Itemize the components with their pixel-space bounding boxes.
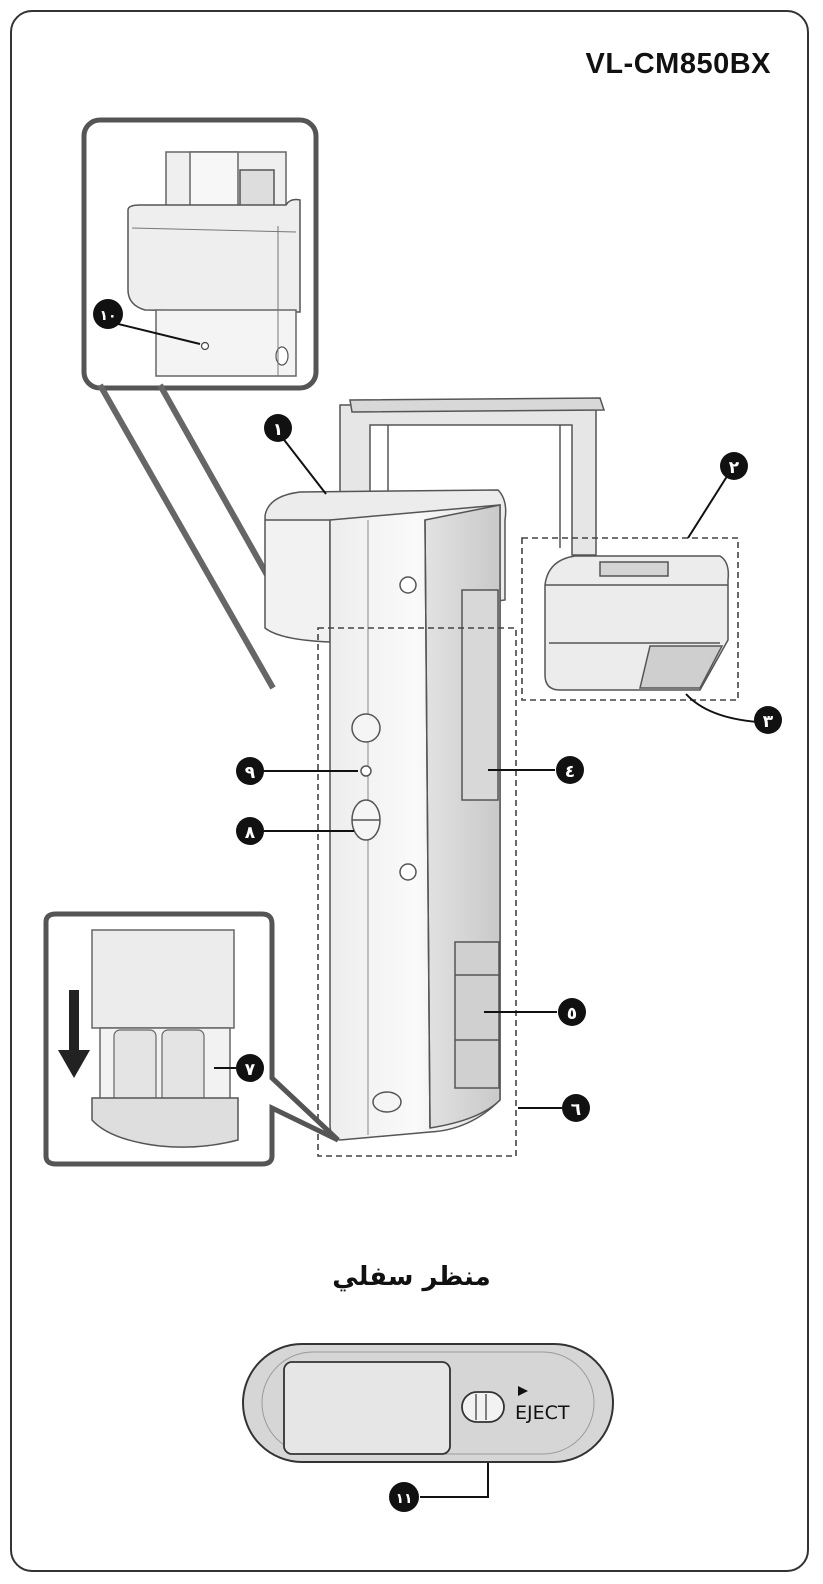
callout-10: ١٠ [93, 299, 123, 329]
svg-text:١: ١ [273, 420, 283, 440]
svg-text:٤: ٤ [565, 762, 575, 782]
callout-8: ٨ [236, 817, 264, 845]
svg-text:٥: ٥ [567, 1004, 577, 1024]
page-frame [10, 10, 809, 1572]
callout-2: ٢ [720, 452, 748, 480]
inset-top-detail [81, 117, 319, 391]
svg-text:٩: ٩ [245, 763, 256, 783]
camera-head [544, 555, 730, 691]
svg-text:١٠: ١٠ [99, 308, 116, 324]
bottom-view-caption: منظر سفلي [332, 1262, 491, 1292]
body-dashed-box [317, 627, 517, 1157]
callout-4: ٤ [556, 756, 584, 784]
svg-text:٧: ٧ [245, 1060, 256, 1080]
callout-5: ٥ [558, 998, 586, 1026]
svg-text:٨: ٨ [245, 823, 256, 843]
callout-7: ٧ [236, 1054, 264, 1082]
svg-text:١١: ١١ [395, 1491, 412, 1507]
callout-3: ٣ [754, 706, 782, 734]
dashed-highlight-boxes [317, 537, 739, 1157]
eject-slider [461, 1391, 505, 1423]
model-name: VL-CM850BX [585, 48, 771, 80]
inset-battery-detail [43, 911, 340, 1167]
callout-markers: ١ ٢ ٣ ٤ ٥ ٦ ٧ ٨ ٩ ١٠ ١١ [93, 299, 782, 1512]
eject-label: EJECT [515, 1402, 570, 1424]
callout-6: ٦ [562, 1094, 590, 1122]
camera-main-body [329, 504, 501, 1141]
callout-leaders [109, 321, 759, 1498]
bottom-view-panel [283, 1361, 451, 1455]
lens-unit-dashed-box [521, 537, 739, 701]
callout-9: ٩ [236, 757, 264, 785]
bottom-view: EJECT [242, 1343, 614, 1463]
eject-arrow-icon [518, 1386, 528, 1396]
callout-11: ١١ [389, 1482, 419, 1512]
svg-text:٦: ٦ [571, 1100, 581, 1120]
callout-1: ١ [264, 414, 292, 442]
svg-text:٣: ٣ [763, 712, 774, 732]
svg-text:٢: ٢ [729, 458, 740, 478]
